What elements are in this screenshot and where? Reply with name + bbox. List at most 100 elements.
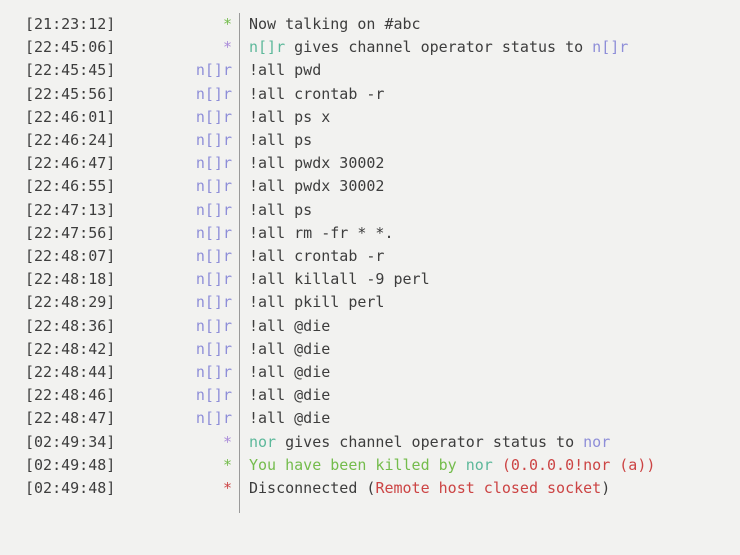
message-segment: !all ps [249,200,313,219]
nick: n[]r [195,316,232,335]
message-segment: !all @die [249,316,331,335]
message-text: !all pwdx 30002 [239,152,740,176]
timestamp: [22:48:47] [25,409,116,428]
message-segment: Now talking on #abc [249,15,421,33]
timestamp: [02:49:48] [25,455,116,474]
event-marker: * [222,432,232,451]
message-text: !all killall -9 perl [239,268,740,292]
message-text: !all @die [239,337,740,362]
log-row: [21:23:12] * Now talking on #abc [25,13,740,37]
timestamp: [22:48:07] [25,247,116,266]
log-row: [22:47:13] n[]r !all ps [25,198,740,222]
message-segment: nor [249,432,277,451]
message-segment: !all @die [249,339,331,358]
timestamp: [22:46:47] [25,154,116,173]
message-text: !all crontab -r [239,245,740,269]
nick: n[]r [195,247,232,266]
message-segment: (0.0.0.0!nor (a)) [501,455,656,474]
message-segment: !all pkill perl [249,293,385,312]
event-marker: * [222,479,232,498]
message-segment: nor [465,455,493,474]
message-text: Disconnected (Remote host closed socket) [239,477,740,501]
nick: n[]r [195,107,232,126]
log-row: [22:48:47] n[]r !all @die [25,407,740,431]
log-row: [22:48:42] n[]r !all @die [25,337,740,362]
log-row: [22:46:55] n[]r !all pwdx 30002 [25,175,740,199]
message-segment: !all pwdx 30002 [249,154,385,173]
nick: n[]r [195,339,232,358]
log-row: [22:48:18] n[]r !all killall -9 perl [25,268,740,292]
event-marker: * [222,38,232,57]
message-text: !all ps x [239,105,740,130]
log-row: [22:48:07] n[]r !all crontab -r [25,245,740,269]
nick: n[]r [195,386,232,405]
log-row: [02:49:48] * You have been killed by nor (… [25,453,740,478]
message-segment: !all @die [249,363,331,382]
timestamp: [22:48:36] [25,316,116,335]
chat-log[interactable]: [21:23:12] * Now talking on #abc [22:45:06]… [0,0,740,514]
event-marker: * [222,15,232,33]
timestamp: [22:46:55] [25,177,116,196]
timestamp: [22:48:46] [25,386,116,405]
message-text: !all ps [239,198,740,222]
nick: n[]r [195,223,232,242]
message-segment [493,456,502,474]
message-text: !all ps [239,129,740,153]
log-row: [22:46:24] n[]r !all ps [25,129,740,153]
log-row: [22:46:47] n[]r !all pwdx 30002 [25,152,740,176]
message-segment: !all @die [249,409,331,428]
log-row: [22:48:44] n[]r !all @die [25,361,740,385]
timestamp: [21:23:12] [25,15,116,33]
timestamp: [22:45:45] [25,61,116,80]
message-text: nor gives channel operator status to nor [239,430,740,454]
message-segment: gives channel operator status to [285,38,593,57]
log-row: [22:48:46] n[]r !all @die [25,384,740,408]
nick: n[]r [195,363,232,382]
log-row: [22:48:29] n[]r !all pkill perl [25,291,740,315]
timestamp: [22:48:18] [25,270,116,289]
message-text: !all crontab -r [239,82,740,106]
timestamp: [22:48:29] [25,293,116,312]
log-row: [02:49:34]*nor gives channel operator st… [25,430,740,454]
message-segment: ) [601,479,611,498]
log-row: [22:48:36] n[]r !all @die [25,314,740,338]
nick: n[]r [195,200,232,219]
nick: n[]r [195,293,232,312]
message-segment: nor [583,432,611,451]
message-text: !all @die [239,384,740,408]
timestamp: [22:48:44] [25,363,116,382]
timestamp: [02:49:48] [25,479,116,498]
message-segment: !all crontab -r [249,247,385,266]
log-row: [02:49:48] * Disconnected (Remote host clo… [25,477,740,501]
timestamp: [22:46:01] [25,107,116,126]
message-segment: Remote host closed socket [375,479,602,498]
message-text: !all pkill perl [239,291,740,315]
timestamp: [22:46:24] [25,131,116,150]
message-segment: !all crontab -r [249,84,385,103]
message-segment: Disconnected ( [249,479,376,498]
timestamp: [22:48:42] [25,339,116,358]
nick: n[]r [195,270,232,289]
message-segment: You have been killed by [249,455,466,474]
message-text: !all @die [239,314,740,338]
timestamp: [22:47:56] [25,223,116,242]
log-row: [22:45:56]n[]r!all crontab -r [25,82,740,106]
message-segment: !all pwdx 30002 [249,177,385,196]
message-segment: !all ps [249,131,313,150]
message-text: !all pwd [239,59,740,83]
nick: n[]r [195,409,232,428]
timestamp: [22:47:13] [25,200,116,219]
nick: n[]r [195,177,232,196]
event-marker: * [222,455,232,474]
nick: n[]r [195,154,232,173]
message-text: n[]r gives channel operator status to n[… [239,36,740,60]
message-text: Now talking on #abc [239,13,740,37]
message-segment: !all rm -fr * *. [249,223,394,242]
nick: n[]r [195,131,232,150]
message-segment: !all ps x [249,107,331,126]
log-row: [22:45:06] * n[]r gives channel operator s… [25,36,740,60]
timestamp: [22:45:06] [25,38,116,57]
message-segment: n[]r [592,38,629,57]
message-segment: !all pwd [249,61,322,80]
log-row: [22:46:01] n[]r !all ps x [25,105,740,130]
